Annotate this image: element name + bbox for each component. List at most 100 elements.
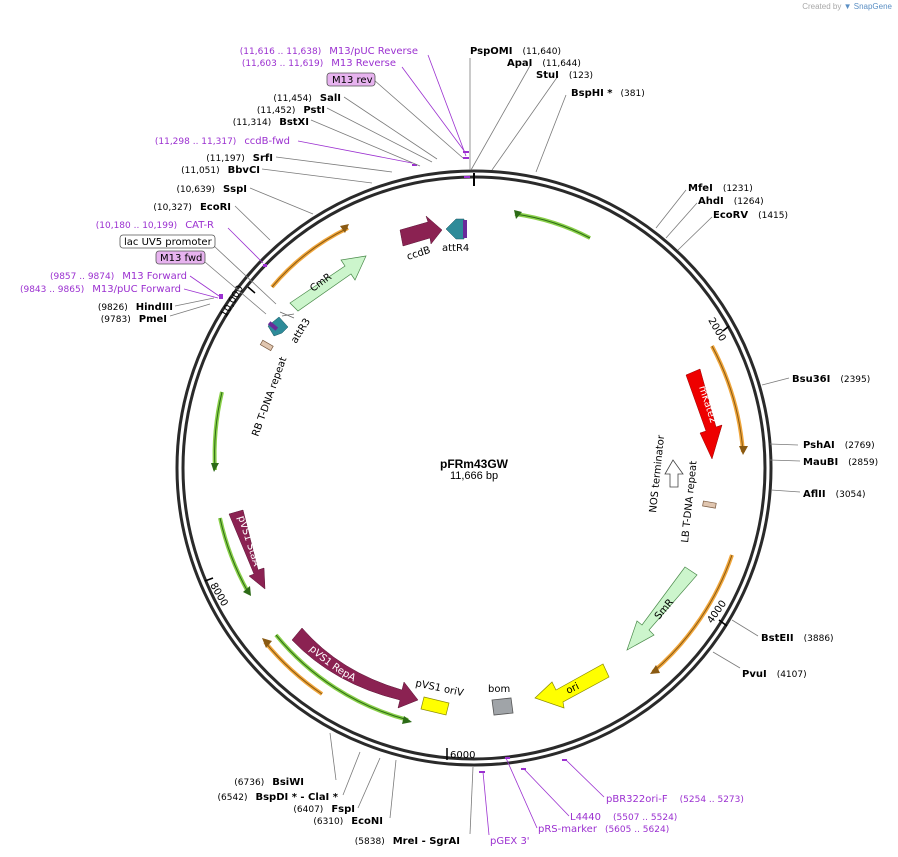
enzyme-BbvCI: (11,051)BbvCI [181, 165, 260, 176]
plasmid-name: pFRm43GW [439, 457, 508, 471]
box-m13-rev-label: M13 rev [332, 75, 373, 86]
feature-pVS1-oriV [420, 696, 450, 716]
primer-pGEX-3: pGEX 3' [490, 836, 530, 847]
primer-labels: (11,616 .. 11,638)M13/pUC Reverse (11,60… [20, 46, 744, 847]
plasmid-size: 11,666 bp [449, 470, 499, 482]
enzyme-Bsu36I: Bsu36I(2395) [792, 374, 870, 385]
box-lac-uv5-promoter-label: lac UV5 promoter [124, 237, 213, 248]
orf-arc-smr-arrowhead [650, 665, 660, 674]
enzyme-PvuI: PvuI(4107) [742, 669, 807, 680]
tick-label-10000: 10,000 [219, 284, 246, 320]
enzyme-BstEII: BstEII(3886) [761, 633, 834, 644]
enzyme-BspDI-ClaI: (6542)BspDI * - ClaI * [218, 792, 339, 803]
primer-M13-Forward: (9857 .. 9874)M13 Forward [50, 271, 187, 282]
orf-arc-repa-green-inner [275, 634, 409, 721]
enzyme-ApaI: ApaI(11,644) [507, 58, 581, 69]
feature-CmR [289, 255, 367, 312]
feature-NOS-terminator [664, 459, 684, 488]
orf-arc-smr-orange-inner [652, 554, 733, 673]
box-m13-fwd [155, 250, 206, 265]
feature-ori-label: ori [564, 681, 581, 697]
orf-arc-cmr-orange-inner [271, 227, 349, 288]
credit-brand: SnapGene [853, 2, 892, 11]
feature-attR3-label: attR3 [289, 317, 313, 346]
orf-arc-top-arrowhead [514, 210, 522, 219]
enzyme-MauBI: MauBI(2859) [803, 457, 878, 468]
feature-LB-T-DNA-repeat [702, 500, 717, 509]
enzyme-BstXI: (11,314)BstXI [233, 117, 309, 128]
primer-leader-lines [183, 54, 605, 836]
enzyme-labels: PspOMI(11,640) ApaI(11,644) StuI(123) Bs… [98, 46, 878, 847]
feature-RB-T-DNA-repeat [259, 339, 274, 352]
enzyme-AflII: AflII(3054) [803, 489, 866, 500]
feature-bom [491, 697, 514, 716]
primer-M13-pUC-Forward: (9843 .. 9865)M13/pUC Forward [20, 284, 181, 295]
orf-arc-repa-green-arrowhead [402, 716, 412, 724]
snapgene-credit[interactable]: Created by ▼ SnapGene [802, 2, 892, 11]
feature-SmR [626, 566, 698, 651]
backbone-outer-ring [175, 169, 773, 767]
feature-NOS-terminator-label: NOS terminator [648, 434, 667, 514]
enzyme-StuI: StuI(123) [536, 70, 593, 81]
box-leader-lines [204, 79, 464, 315]
feature-attR3 [267, 316, 289, 337]
primer-pRS-marker: pRS-marker(5605 .. 5624) [538, 824, 669, 835]
enzyme-SspI: (10,639)SspI [176, 184, 247, 195]
feature-attR4-label: attR4 [442, 243, 469, 254]
feature-attR4 [445, 218, 465, 240]
tick-marks [204, 286, 730, 760]
enzyme-SrfI: (11,197)SrfI [206, 153, 273, 164]
primer-L4440: L4440(5507 .. 5524) [570, 812, 677, 823]
enzyme-BspHI: BspHI *(381) [571, 88, 645, 99]
primer-CAT-R: (10,180 .. 10,199)CAT-R [96, 220, 214, 231]
box-m13-fwd-label: M13 fwd [160, 253, 202, 264]
enzyme-leader-lines [169, 58, 801, 835]
enzyme-EcoRV: EcoRV(1415) [713, 210, 788, 221]
enzyme-PshAI: PshAI(2769) [803, 440, 875, 451]
enzyme-AhdI: AhdI(1264) [698, 196, 764, 207]
orf-arc-mkate-orange-inner [711, 345, 744, 453]
primer-pBR322ori-F: pBR322ori-F(5254 .. 5273) [606, 794, 744, 805]
enzyme-EcoNI: (6310)EcoNI [313, 816, 383, 827]
feature-pVS1-RepA [291, 627, 419, 709]
enzyme-FspI: (6407)FspI [293, 804, 355, 815]
orf-arc-top [514, 212, 591, 240]
feature-ccdB [399, 215, 443, 247]
credit-prefix: Created by [802, 2, 842, 11]
orf-arc-top-inner [514, 213, 591, 239]
primer-M13-pUC-Reverse: (11,616 .. 11,638)M13/pUC Reverse [240, 46, 418, 57]
tick-label-6000: 6000 [450, 750, 475, 761]
attR3-hatch [279, 311, 295, 319]
feature-RB-T-DNA-repeat-label: RB T-DNA repeat [250, 356, 289, 438]
feature-pVS1-RepA-label: pVS1 RepA [307, 644, 358, 684]
primer-ccdB-fwd: (11,298 .. 11,317)ccdB-fwd [155, 136, 290, 147]
enzyme-SalI: (11,454)SalI [273, 93, 341, 104]
feature-bom-label: bom [488, 684, 510, 695]
orf-arc-cmr-arrowhead [340, 224, 349, 233]
enzyme-BsiWI: (6736)BsiWI [234, 777, 304, 788]
feature-pVS1-oriV-label: pVS1 oriV [414, 678, 464, 699]
orf-arc-mkate-arrowhead [739, 446, 748, 455]
feature-attR4-marker [463, 220, 467, 238]
feature-LB-T-DNA-repeat-label: LB T-DNA repeat [680, 460, 700, 543]
enzyme-PspOMI: PspOMI(11,640) [470, 46, 561, 57]
feature-mKate2 [685, 368, 723, 460]
box-m13-rev [326, 72, 376, 87]
orf-arc-left-green-2-inner [219, 517, 249, 593]
orf-arc-left-green-2-arrowhead [243, 586, 251, 596]
enzyme-EcoRI: (10,327)EcoRI [153, 202, 231, 213]
feature-pVS1-StaA [228, 509, 266, 590]
primer-M13-Reverse: (11,603 .. 11,619)M13 Reverse [242, 58, 396, 69]
feature-ori [534, 663, 610, 709]
feature-ccdB-label: ccdB [406, 245, 433, 263]
enzyme-PstI: (11,452)PstI [257, 105, 325, 116]
enzyme-HindIII: (9826)HindIII [98, 302, 173, 313]
snapgene-logo-icon: ▼ [843, 2, 852, 11]
enzyme-MreI-SgrAI: (5838)MreI - SgrAI [355, 836, 460, 847]
orf-arc-left-green-1-arrowhead [211, 463, 219, 472]
orf-arc-repa-orange-arrowhead [262, 638, 272, 648]
enzyme-MfeI: MfeI(1231) [688, 183, 753, 194]
enzyme-PmeI: (9783)PmeI [101, 314, 167, 325]
